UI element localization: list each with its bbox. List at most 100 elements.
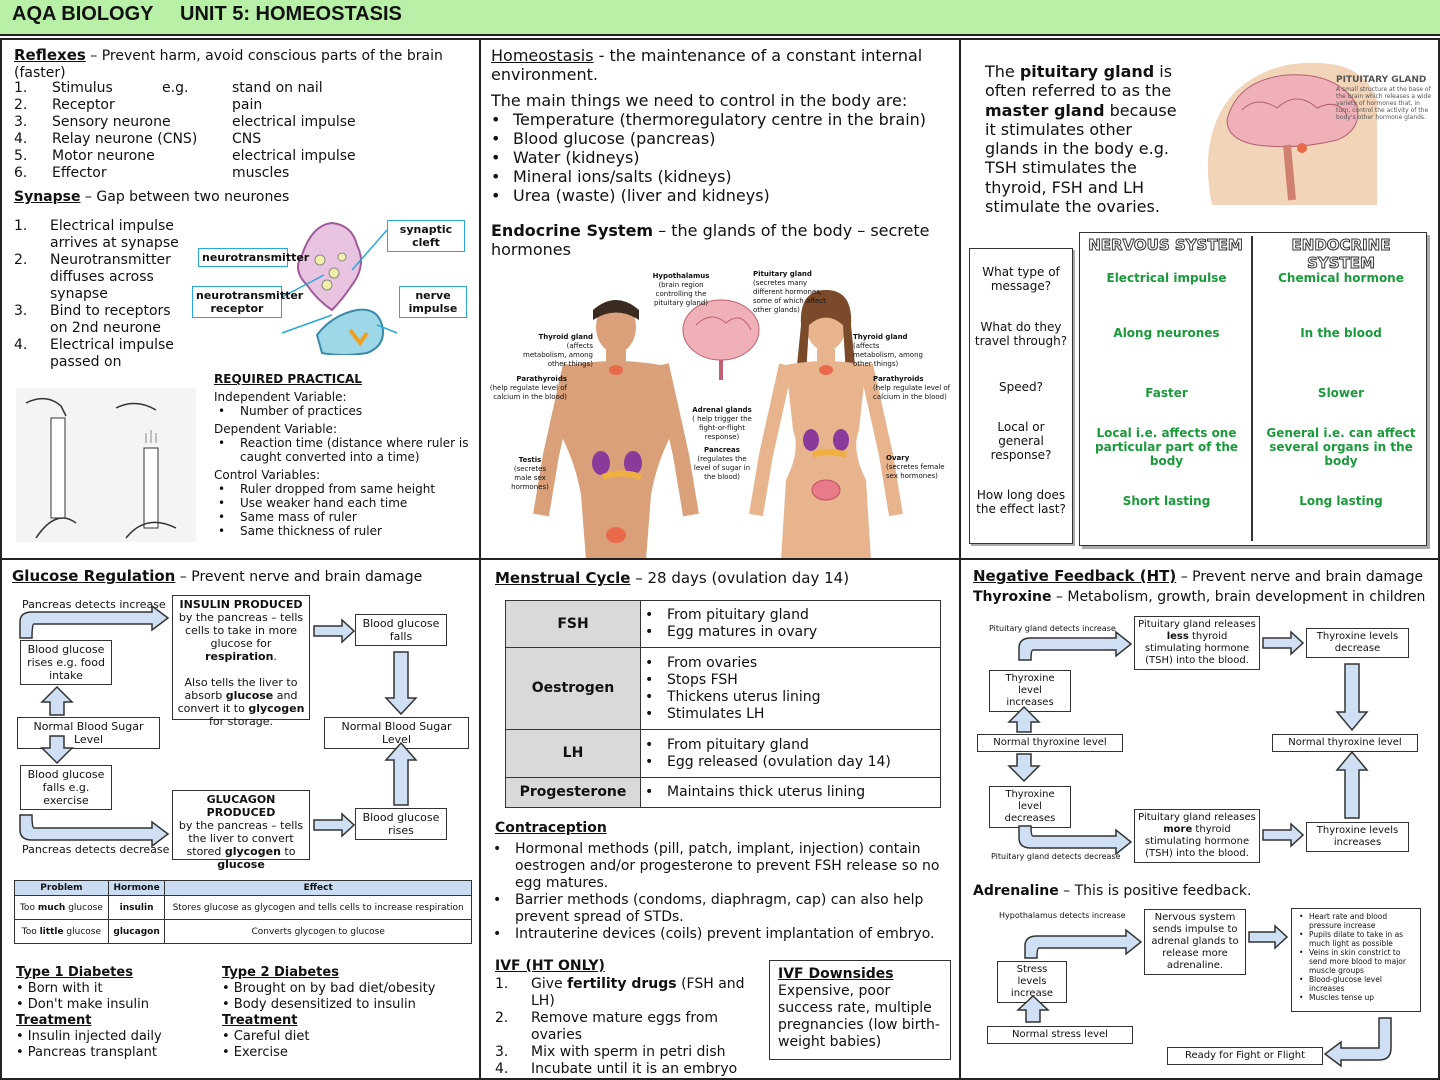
compare-endocrine-answer: In the blood	[1300, 326, 1382, 340]
gland-adrenal: Adrenal glands( help trigger the fight-o…	[691, 406, 753, 442]
synapse-subtitle: – Gap between two neurones	[80, 189, 290, 205]
gland-thyroid-left-desc: (affects metabolism, among other things)	[523, 342, 593, 368]
hormone-detail-list: From pituitary glandEgg matures in ovary	[641, 605, 940, 643]
contraception-item: Barrier methods (condoms, diaphragm, cap…	[489, 892, 954, 926]
ivf-title-text: IVF (HT ONLY)	[495, 958, 605, 974]
practical-list-item: Same thickness of ruler	[214, 524, 476, 538]
negfb-heading: Negative Feedback (HT) – Prevent nerve a…	[973, 568, 1438, 586]
endocrine-body-diagram	[533, 290, 903, 558]
gland-thyroid-right-desc: (affects metabolism, among other things)	[853, 342, 923, 368]
gland-parathyroids-left-desc: (help regulate level of calcium in the b…	[489, 384, 567, 401]
ivf-step-row: 1.Give fertility drugs (FSH and LH)	[495, 976, 765, 1010]
ivf-downsides-text: Expensive, poor success rate, multiple p…	[778, 983, 940, 1050]
synapse-step-number: 4.	[14, 337, 28, 353]
hormone-detail-item: Maintains thick uterus lining	[641, 784, 940, 801]
ivf-step-text-2: (FSH and LH)	[531, 976, 745, 1009]
gland-ovary-desc: (secretes female sex hormones)	[886, 463, 945, 480]
stress-increase-box: Stress levels increase	[997, 961, 1067, 1003]
hormone-details: From pituitary glandEgg released (ovulat…	[640, 729, 941, 778]
reflex-step-number: 4.	[14, 131, 28, 147]
hormone-cell: glucagon	[107, 919, 166, 944]
blood-glucose-rises-right: Blood glucose rises	[355, 808, 447, 840]
hormone-name: LH	[505, 729, 641, 778]
glucose-title: Glucose Regulation	[12, 567, 176, 585]
page-header: AQA BIOLOGY UNIT 5: HOMEOSTASIS	[0, 0, 1440, 36]
homeostasis-panel: Homeostasis - the maintenance of a const…	[479, 38, 961, 560]
gland-testis: Testis(secretes male sex hormones)	[506, 456, 554, 492]
gland-parathyroids-right: Parathyroids(help regulate level of calc…	[873, 375, 953, 402]
problem-text-2: glucose	[65, 902, 103, 913]
problem-bold: much	[37, 902, 66, 913]
hormone-row: FSHFrom pituitary glandEgg matures in ov…	[505, 600, 941, 648]
synapse-step-number: 2.	[14, 252, 28, 268]
thyroxine-title: Thyroxine	[973, 589, 1052, 605]
synapse-step-row: 3.Bind to receptors on 2nd neurone	[14, 303, 189, 337]
gland-thyroid-left: Thyroid gland(affects metabolism, among …	[523, 333, 593, 369]
blood-glucose-rises-box: Blood glucose rises e.g. food intake	[20, 640, 112, 685]
pituitary-bold-1: pituitary gland	[1019, 62, 1155, 81]
gland-testis-name: Testis	[518, 456, 542, 464]
compare-col-nervous: NERVOUS SYSTEM	[1088, 236, 1244, 255]
reflex-step-name: Sensory neurone	[52, 114, 171, 130]
ivf-step-text-1: Incubate until it is an embryo	[531, 1061, 738, 1077]
synapse-step-text: Electrical impulse arrives at synapse	[50, 218, 179, 251]
glucagon-bold-2: glucose	[217, 858, 265, 871]
blood-glucose-falls-left: Blood glucose falls e.g. exercise	[20, 765, 112, 810]
homeostasis-list-item: Urea (waste) (liver and kidneys)	[487, 186, 957, 205]
type1-diabetes: Type 1 Diabetes • Born with it• Don't ma…	[16, 965, 216, 1061]
glucose-subtitle: – Prevent nerve and brain damage	[175, 569, 423, 585]
ivf-step-number: 2.	[495, 1010, 509, 1026]
contraception-item: Intrauterine devices (coils) prevent imp…	[489, 926, 954, 943]
normal-sugar-left: Normal Blood Sugar Level	[17, 717, 160, 749]
hormone-name: Progesterone	[505, 777, 641, 808]
synapse-diagram	[281, 221, 398, 355]
compare-question: How long does the effect last?	[976, 488, 1066, 516]
ivf-step-text-1: Mix with sperm in petri dish	[531, 1044, 726, 1060]
menstrual-panel: Menstrual Cycle – 28 days (ovulation day…	[479, 558, 961, 1080]
hormone-detail-item: Egg released (ovulation day 14)	[641, 754, 940, 771]
practical-list-item: Same mass of ruler	[214, 510, 476, 524]
reflex-step-name: Receptor	[52, 97, 115, 113]
ivf-step-row: 4.Incubate until it is an embryo	[495, 1061, 765, 1078]
pituitary-text: The pituitary gland is often referred to…	[985, 62, 1185, 216]
compare-answer-table	[1079, 232, 1427, 546]
hormone-table: FSHFrom pituitary glandEgg matures in ov…	[505, 600, 941, 808]
pancreas-detect-increase: Pancreas detects increase	[22, 598, 166, 611]
normal-sugar-right: Normal Blood Sugar Level	[324, 717, 469, 749]
fight-flight-box: Ready for Fight or Flight	[1167, 1047, 1323, 1065]
menstrual-subtitle: – 28 days (ovulation day 14)	[630, 569, 850, 587]
reflex-step-number: 1.	[14, 80, 28, 96]
ivf-step-number: 3.	[495, 1044, 509, 1060]
hormone-detail-item: Egg matures in ovary	[641, 624, 940, 641]
ivf-step-text-1: Give	[531, 976, 568, 992]
synapse-step-text: Electrical impulse passed on	[50, 337, 174, 370]
ivf-downsides-title: IVF Downsides	[778, 966, 894, 982]
hormone-name: Oestrogen	[505, 647, 641, 730]
compare-question: Speed?	[999, 380, 1043, 394]
type1-treatment-title: Treatment	[16, 1013, 92, 1028]
hormone-detail-list: From pituitary glandEgg released (ovulat…	[641, 735, 940, 773]
compare-endocrine-answer: Slower	[1317, 386, 1365, 400]
reflex-step-example: CNS	[232, 131, 262, 147]
compare-nervous-answer: Faster	[1145, 386, 1188, 400]
reflex-step-number: 3.	[14, 114, 28, 130]
synapse-step-row: 4. Electrical impulse passed on	[14, 337, 189, 371]
gland-pancreas-name: Pancreas	[704, 446, 740, 454]
endocrine-title: Endocrine System	[491, 221, 654, 240]
hormone-details: Maintains thick uterus lining	[640, 777, 941, 808]
gland-testis-desc: (secretes male sex hormones)	[511, 465, 549, 491]
ivf-step-row: 2.Remove mature eggs from ovaries	[495, 1010, 765, 1044]
compare-question: What type of message?	[982, 265, 1060, 293]
gland-parathyroids-right-name: Parathyroids	[873, 375, 924, 383]
reflex-step-name: Relay neurone (CNS)	[52, 131, 198, 147]
compare-nervous-answer: Electrical impulse	[1106, 271, 1227, 285]
contraception-title: Contraception	[495, 820, 607, 837]
pituitary-bold-2: master gland	[985, 100, 1105, 120]
ivf-steps: 1.Give fertility drugs (FSH and LH)2.Rem…	[495, 976, 765, 1078]
endocrine-heading: Endocrine System – the glands of the bod…	[491, 221, 951, 259]
diabetes-list-item: • Born with it	[16, 981, 103, 996]
ivf-step-number: 1.	[495, 976, 509, 992]
